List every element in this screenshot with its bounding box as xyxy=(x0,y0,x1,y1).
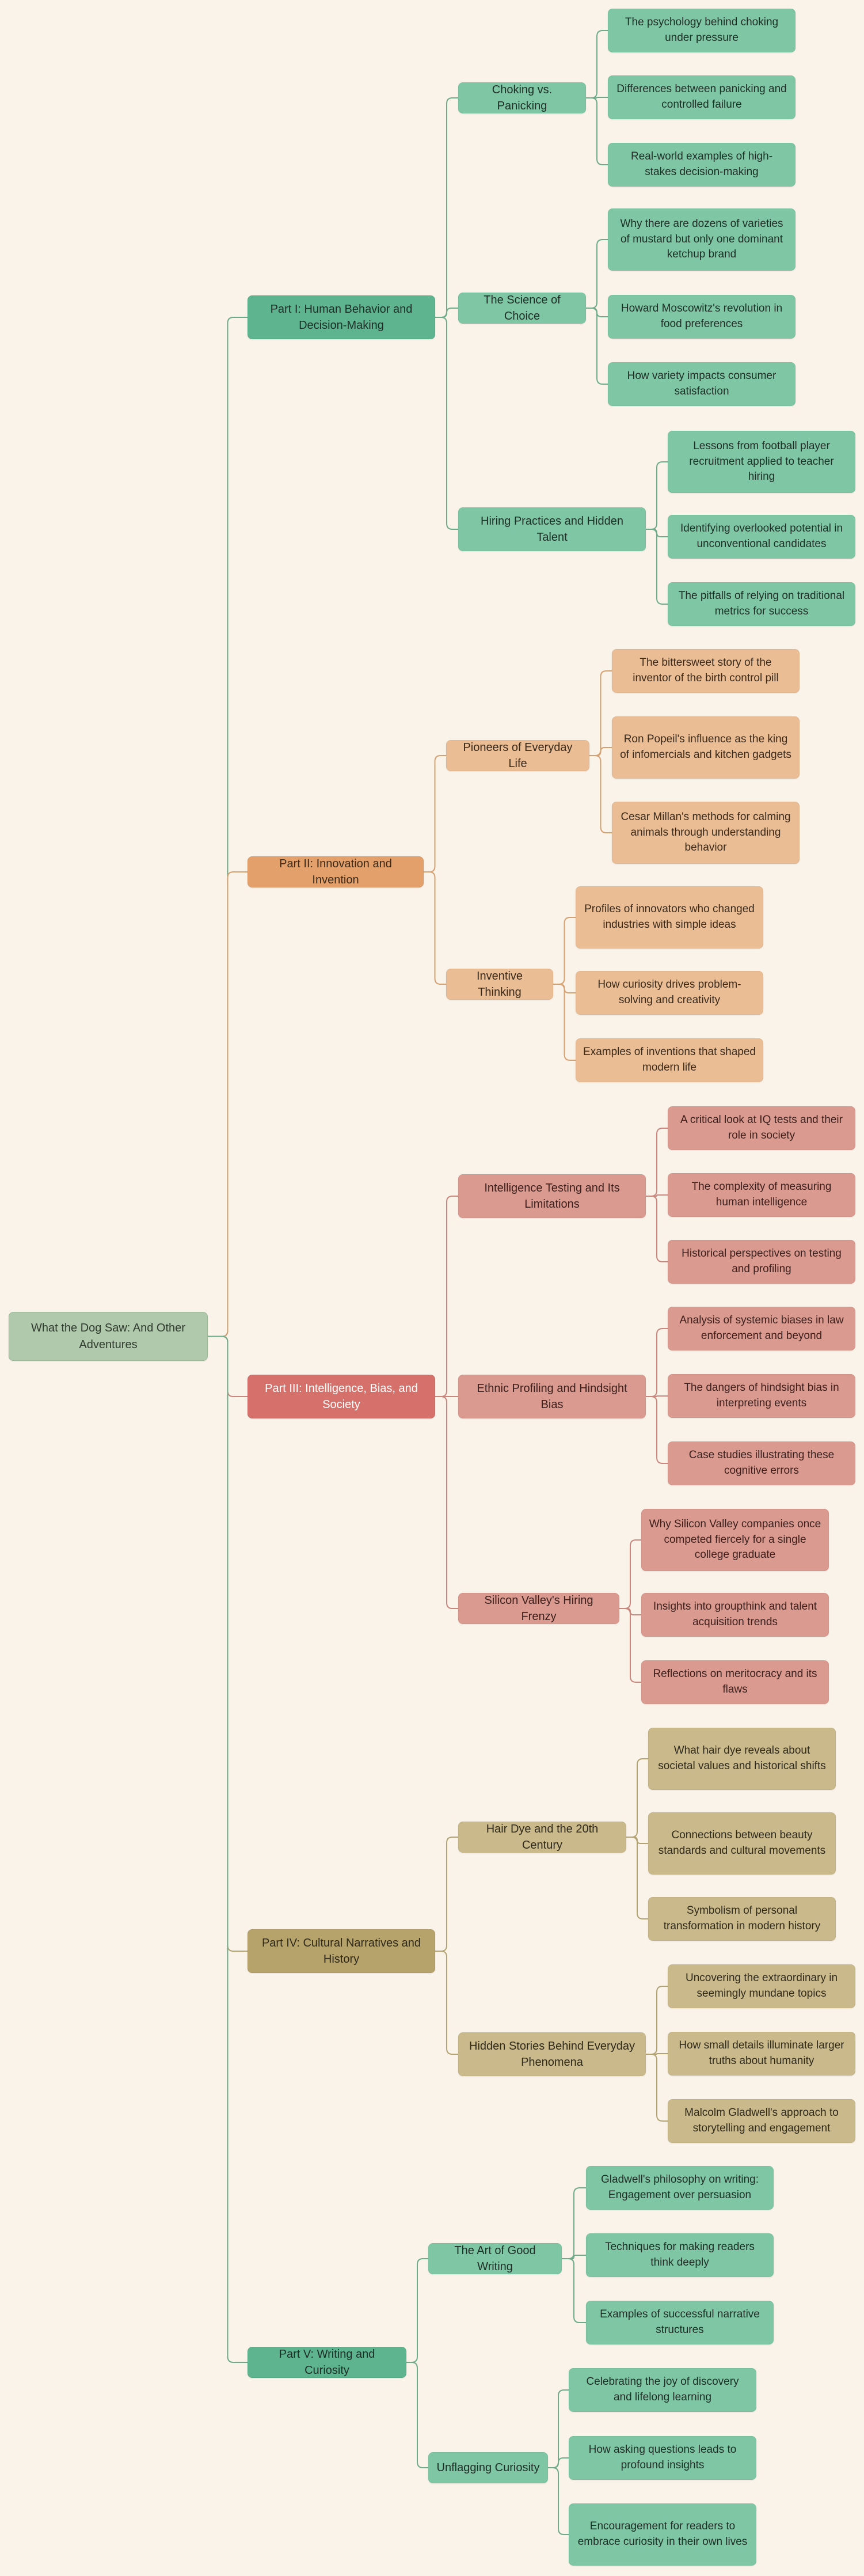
connector-topic-leaf xyxy=(589,670,612,756)
connector-topic-leaf xyxy=(646,1194,668,1197)
leaf-node[interactable]: A critical look at IQ tests and their ro… xyxy=(668,1106,855,1150)
leaf-node[interactable]: Techniques for making readers think deep… xyxy=(586,2233,774,2277)
leaf-node[interactable]: The bittersweet story of the inventor of… xyxy=(612,649,800,693)
part-node[interactable]: Part III: Intelligence, Bias, and Societ… xyxy=(248,1375,435,1418)
leaf-node[interactable]: How variety impacts consumer satisfactio… xyxy=(608,362,796,406)
leaf-node[interactable]: Real-world examples of high-stakes decis… xyxy=(608,143,796,187)
connector-root-part xyxy=(208,1336,248,2363)
connector-topic-leaf xyxy=(553,917,576,985)
connector-part-topic xyxy=(435,97,458,318)
leaf-node[interactable]: Howard Moscowitz's revolution in food pr… xyxy=(608,295,796,339)
topic-node[interactable]: Inventive Thinking xyxy=(446,969,553,1000)
part-node[interactable]: Part IV: Cultural Narratives and History xyxy=(248,1929,435,1973)
root-node[interactable]: What the Dog Saw: And Other Adventures xyxy=(9,1312,208,1361)
leaf-node[interactable]: Cesar Millan's methods for calming anima… xyxy=(612,802,800,864)
topic-node[interactable]: The Art of Good Writing xyxy=(428,2243,562,2274)
topic-node[interactable]: Hidden Stories Behind Everyday Phenomena xyxy=(458,2032,646,2076)
leaf-node[interactable]: Examples of successful narrative structu… xyxy=(586,2301,774,2344)
leaf-node[interactable]: How curiosity drives problem-solving and… xyxy=(576,971,763,1015)
connector-topic-leaf xyxy=(586,97,608,165)
leaf-node[interactable]: Examples of inventions that shaped moder… xyxy=(576,1038,763,1082)
part-node[interactable]: Part V: Writing and Curiosity xyxy=(248,2347,406,2378)
connector-part-topic xyxy=(435,1396,458,1609)
leaf-node[interactable]: Identifying overlooked potential in unco… xyxy=(668,515,855,559)
connector-part-topic xyxy=(424,755,446,872)
leaf-node[interactable]: Uncovering the extraordinary in seemingl… xyxy=(668,1964,855,2008)
leaf-node[interactable]: Ron Popeil's influence as the king of in… xyxy=(612,716,800,779)
leaf-node[interactable]: Symbolism of personal transformation in … xyxy=(648,1897,836,1941)
topic-node[interactable]: Silicon Valley's Hiring Frenzy xyxy=(458,1593,619,1624)
connector-topic-leaf xyxy=(646,1395,668,1397)
connector-topic-leaf xyxy=(646,461,668,530)
leaf-node[interactable]: Celebrating the joy of discovery and lif… xyxy=(569,2368,756,2412)
connector-topic-leaf xyxy=(619,1608,641,1683)
connector-part-topic xyxy=(435,1196,458,1397)
leaf-node[interactable]: How small details illuminate larger trut… xyxy=(668,2032,855,2076)
leaf-node[interactable]: Differences between panicking and contro… xyxy=(608,75,796,119)
topic-node[interactable]: Choking vs. Panicking xyxy=(458,82,586,113)
connector-topic-leaf xyxy=(586,308,608,385)
connector-topic-leaf xyxy=(548,2457,569,2468)
leaf-node[interactable]: The psychology behind choking under pres… xyxy=(608,9,796,52)
leaf-node[interactable]: Profiles of innovators who changed indus… xyxy=(576,886,763,949)
leaf-node[interactable]: Encouragement for readers to embrace cur… xyxy=(569,2503,756,2566)
connector-part-topic xyxy=(435,1951,458,2055)
leaf-node[interactable]: How asking questions leads to profound i… xyxy=(569,2436,756,2480)
leaf-node[interactable]: Insights into groupthink and talent acqu… xyxy=(641,1593,829,1637)
connector-topic-leaf xyxy=(586,97,608,98)
topic-node[interactable]: Hair Dye and the 20th Century xyxy=(458,1822,626,1853)
topic-node[interactable]: The Science of Choice xyxy=(458,293,586,324)
connector-topic-leaf xyxy=(562,2255,586,2259)
connector-topic-leaf xyxy=(646,1196,668,1262)
connector-part-topic xyxy=(424,871,446,985)
topic-node[interactable]: Intelligence Testing and Its Limitations xyxy=(458,1174,646,1218)
topic-node[interactable]: Hiring Practices and Hidden Talent xyxy=(458,507,646,551)
connector-part-topic xyxy=(406,2258,428,2363)
connector-part-topic xyxy=(406,2362,428,2468)
connector-part-topic xyxy=(435,308,458,318)
connector-topic-leaf xyxy=(646,1128,668,1197)
part-node[interactable]: Part I: Human Behavior and Decision-Maki… xyxy=(248,295,435,339)
leaf-node[interactable]: Analysis of systemic biases in law enfor… xyxy=(668,1307,855,1350)
connector-part-topic xyxy=(435,317,458,530)
leaf-node[interactable]: Connections between beauty standards and… xyxy=(648,1812,836,1875)
leaf-node[interactable]: Reflections on meritocracy and its flaws xyxy=(641,1660,829,1704)
connector-root-part xyxy=(208,871,248,1337)
leaf-node[interactable]: The complexity of measuring human intell… xyxy=(668,1173,855,1217)
leaf-node[interactable]: Why there are dozens of varieties of mus… xyxy=(608,208,796,271)
topic-node[interactable]: Unflagging Curiosity xyxy=(428,2452,548,2483)
connector-topic-leaf xyxy=(626,1758,648,1838)
leaf-node[interactable]: Gladwell's philosophy on writing: Engage… xyxy=(586,2166,774,2210)
leaf-node[interactable]: Why Silicon Valley companies once compet… xyxy=(641,1509,829,1571)
connector-topic-leaf xyxy=(646,1328,668,1397)
part-node[interactable]: Part II: Innovation and Invention xyxy=(248,856,424,887)
topic-node[interactable]: Pioneers of Everyday Life xyxy=(446,740,589,771)
connector-topic-leaf xyxy=(548,2389,569,2468)
leaf-node[interactable]: Historical perspectives on testing and p… xyxy=(668,1240,855,1284)
leaf-node[interactable]: Malcolm Gladwell's approach to storytell… xyxy=(668,2099,855,2143)
topic-node[interactable]: Ethnic Profiling and Hindsight Bias xyxy=(458,1375,646,1418)
connector-topic-leaf xyxy=(586,30,608,98)
leaf-node[interactable]: The dangers of hindsight bias in interpr… xyxy=(668,1374,855,1418)
connector-topic-leaf xyxy=(586,239,608,309)
connector-part-topic xyxy=(435,1837,458,1952)
leaf-node[interactable]: What hair dye reveals about societal val… xyxy=(648,1728,836,1790)
leaf-node[interactable]: The pitfalls of relying on traditional m… xyxy=(668,582,855,626)
connector-topic-leaf xyxy=(553,984,576,1061)
connector-topic-leaf xyxy=(646,1396,668,1464)
connector-topic-leaf xyxy=(619,1539,641,1609)
connector-topic-leaf xyxy=(589,755,612,833)
connector-topic-leaf xyxy=(589,747,612,756)
leaf-node[interactable]: Case studies illustrating these cognitiv… xyxy=(668,1441,855,1485)
connector-topic-leaf xyxy=(646,529,668,605)
connector-topic-leaf xyxy=(646,1986,668,2055)
leaf-node[interactable]: Lessons from football player recruitment… xyxy=(668,431,855,493)
connector-topic-leaf xyxy=(646,2054,668,2122)
connector-topic-leaf xyxy=(548,2467,569,2535)
connector-topic-leaf xyxy=(562,2187,586,2259)
connector-topic-leaf xyxy=(562,2258,586,2323)
connector-topic-leaf xyxy=(626,1837,648,1919)
